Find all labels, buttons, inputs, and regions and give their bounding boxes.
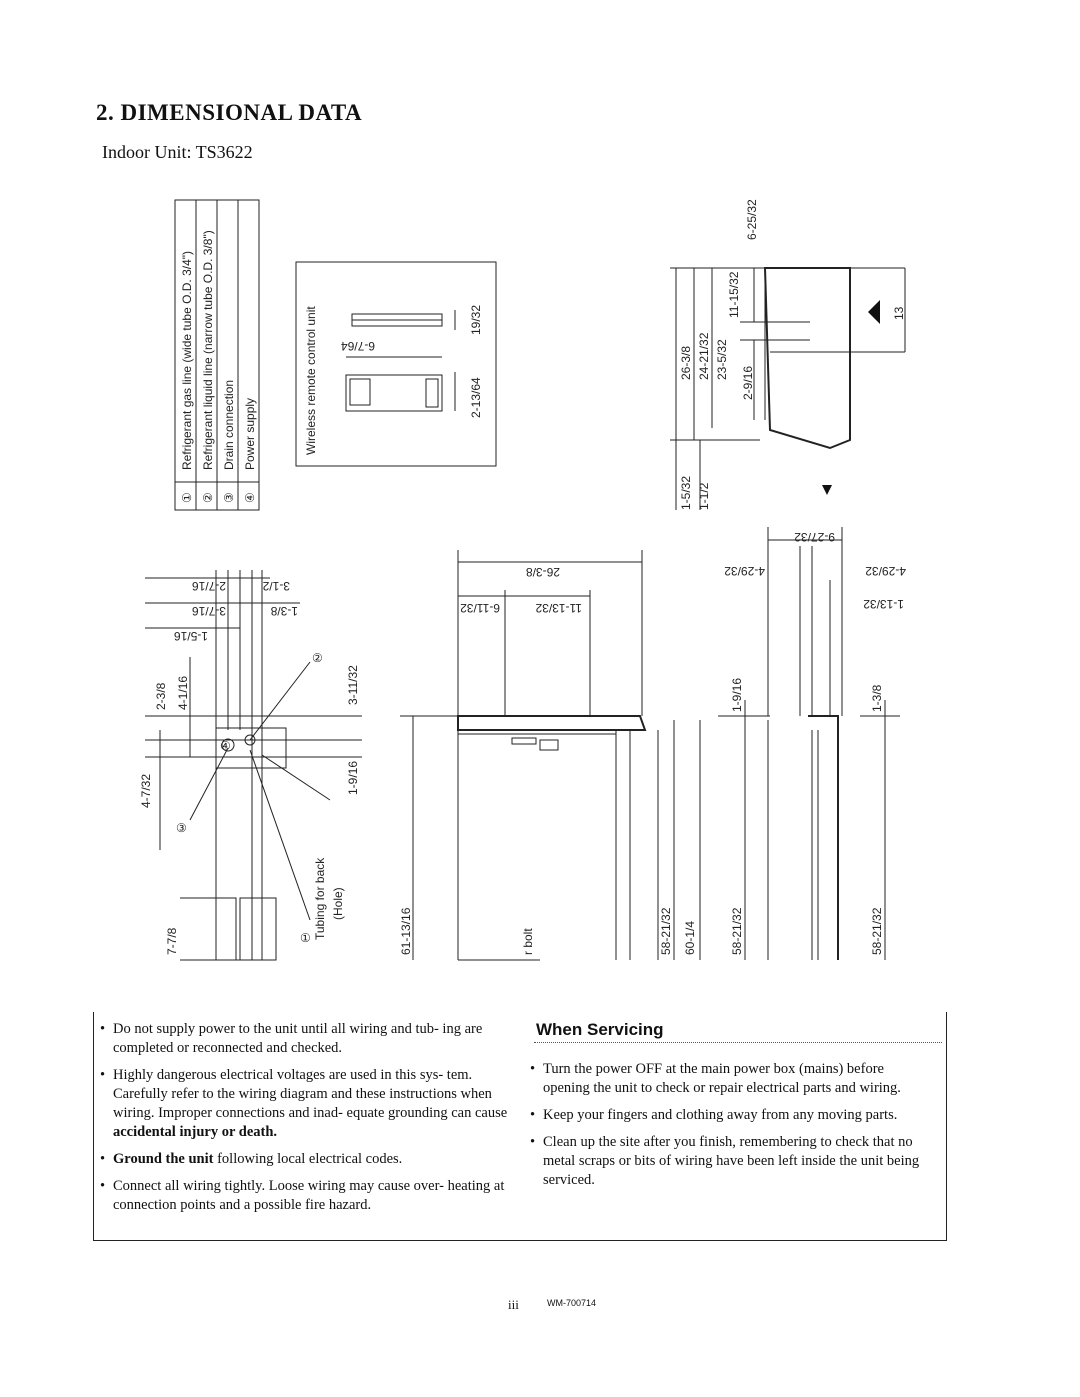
hole-dim-3-7-16: 3-7/16 bbox=[192, 604, 226, 618]
side-dim-24-21-32: 24-21/32 bbox=[697, 332, 711, 380]
right-dim-58-21-32-a: 58-21/32 bbox=[730, 907, 744, 955]
hole-dim-7-7-8: 7-7/8 bbox=[165, 927, 179, 955]
side-view: 6-25/32 11-15/32 26-3/8 24-21/32 23-5/32… bbox=[670, 199, 906, 510]
right-dim-9-27-32: 9-27/32 bbox=[794, 530, 835, 544]
hole-dim-4-1-16: 4-1/16 bbox=[176, 676, 190, 710]
notes-box bbox=[93, 1012, 947, 1241]
right-dim-4-29-32-left: 4-29/32 bbox=[724, 564, 765, 578]
wiring-notes: Do not supply power to the unit until al… bbox=[100, 1020, 512, 1223]
wiring-note-3: Ground the unit following local electric… bbox=[100, 1150, 512, 1169]
right-dim-1-3-8: 1-3/8 bbox=[870, 684, 884, 712]
wiring-note-4: Connect all wiring tightly. Loose wiring… bbox=[100, 1177, 512, 1215]
legend-table: Refrigerant gas line (wide tube O.D. 3/4… bbox=[174, 199, 260, 511]
side-dim-13: 13 bbox=[892, 306, 906, 320]
page-number: iii bbox=[508, 1297, 519, 1312]
remote-dim-height: 2-13/64 bbox=[469, 377, 483, 418]
page-title: 2. DIMENSIONAL DATA bbox=[96, 100, 363, 125]
front-dim-58-21-32: 58-21/32 bbox=[659, 907, 673, 955]
remote-dim-width: 6-7/64 bbox=[341, 339, 375, 353]
legend-item-4-text: Power supply bbox=[243, 398, 257, 470]
wiring-note-1: Do not supply power to the unit until al… bbox=[100, 1020, 512, 1058]
servicing-divider bbox=[534, 1042, 942, 1043]
legend-item-3-text: Drain connection bbox=[222, 380, 236, 470]
front-dim-61-13-16: 61-13/16 bbox=[399, 907, 413, 955]
right-dim-58-21-32-b: 58-21/32 bbox=[870, 907, 884, 955]
servicing-notes: Turn the power OFF at the main power box… bbox=[530, 1060, 932, 1198]
document-code: WM-700714 bbox=[547, 1298, 597, 1308]
side-dim-26-3-8: 26-3/8 bbox=[679, 346, 693, 380]
side-dim-11-15-32: 11-15/32 bbox=[727, 271, 741, 318]
right-view: 9-27/32 4-29/32 4-29/32 1-13/32 1-9/16 1… bbox=[718, 527, 906, 960]
right-dim-1-9-16: 1-9/16 bbox=[730, 678, 744, 712]
right-dim-1-13-32: 1-13/32 bbox=[863, 597, 904, 611]
side-dim-1-5-32: 1-5/32 bbox=[679, 476, 693, 510]
remote-dim-thickness: 19/32 bbox=[469, 305, 483, 335]
side-dim-1-1-2: 1-1/2 bbox=[697, 482, 711, 510]
hole-marker-3: ③ bbox=[176, 821, 187, 835]
front-dim-26-3-8: 26-3/8 bbox=[526, 565, 560, 579]
legend-item-1-text: Refrigerant gas line (wide tube O.D. 3/4… bbox=[180, 251, 194, 470]
legend-item-2-text: Refrigerant liquid line (narrow tube O.D… bbox=[201, 230, 215, 470]
front-label-bolt: r bolt bbox=[521, 928, 535, 955]
hole-dim-4-7-32: 4-7/32 bbox=[139, 774, 153, 808]
front-dim-60-1-4: 60-1/4 bbox=[683, 921, 697, 955]
front-dim-6-11-32: 6-11/32 bbox=[460, 601, 500, 615]
front-dim-11-13-32: 11-13/32 bbox=[535, 601, 582, 615]
hole-dim-3-11-32: 3-11/32 bbox=[346, 665, 360, 705]
front-view: 26-3/8 6-11/32 11-13/32 61-13/16 58-21/3… bbox=[399, 550, 701, 961]
hole-dim-1-9-16: 1-9/16 bbox=[346, 761, 360, 795]
legend-item-4-num: ④ bbox=[243, 492, 257, 503]
hole-marker-4: ④ bbox=[220, 739, 231, 753]
remote-label: Wireless remote control unit bbox=[304, 306, 318, 455]
hole-label-tubing: Tubing for back bbox=[313, 857, 327, 940]
page-subtitle: Indoor Unit: TS3622 bbox=[102, 142, 253, 162]
hole-marker-1: ① bbox=[300, 931, 311, 945]
servicing-note-1: Turn the power OFF at the main power box… bbox=[530, 1060, 932, 1098]
hole-dim-3-1-2: 3-1/2 bbox=[262, 579, 290, 593]
servicing-note-3: Clean up the site after you finish, reme… bbox=[530, 1133, 932, 1190]
legend-item-1-num: ① bbox=[180, 492, 194, 503]
legend-item-2-num: ② bbox=[201, 492, 215, 503]
hole-view: 2-7/16 3-1/2 3-7/16 1-3/8 1-5/16 2-3/8 4… bbox=[139, 570, 362, 961]
hole-dim-2-3-8: 2-3/8 bbox=[154, 682, 168, 710]
servicing-heading: When Servicing bbox=[536, 1020, 664, 1039]
hole-marker-2: ② bbox=[312, 651, 323, 665]
dimensional-drawing: Refrigerant gas line (wide tube O.D. 3/4… bbox=[139, 199, 906, 961]
hole-dim-1-5-16: 1-5/16 bbox=[174, 629, 208, 643]
right-dim-4-29-32-right: 4-29/32 bbox=[865, 564, 906, 578]
side-dim-6-25-32: 6-25/32 bbox=[745, 199, 759, 240]
side-dim-2-9-16: 2-9/16 bbox=[741, 366, 755, 400]
legend-item-3-num: ③ bbox=[222, 492, 236, 503]
remote-control-box: Wireless remote control unit 6-7/64 19/3… bbox=[295, 261, 497, 467]
hole-label-hole: (Hole) bbox=[331, 887, 345, 920]
hole-dim-2-7-16: 2-7/16 bbox=[192, 579, 226, 593]
servicing-note-2: Keep your fingers and clothing away from… bbox=[530, 1106, 932, 1125]
hole-dim-1-3-8: 1-3/8 bbox=[270, 604, 298, 618]
wiring-note-2: Highly dangerous electrical voltages are… bbox=[100, 1066, 512, 1142]
side-dim-23-5-32: 23-5/32 bbox=[715, 339, 729, 380]
